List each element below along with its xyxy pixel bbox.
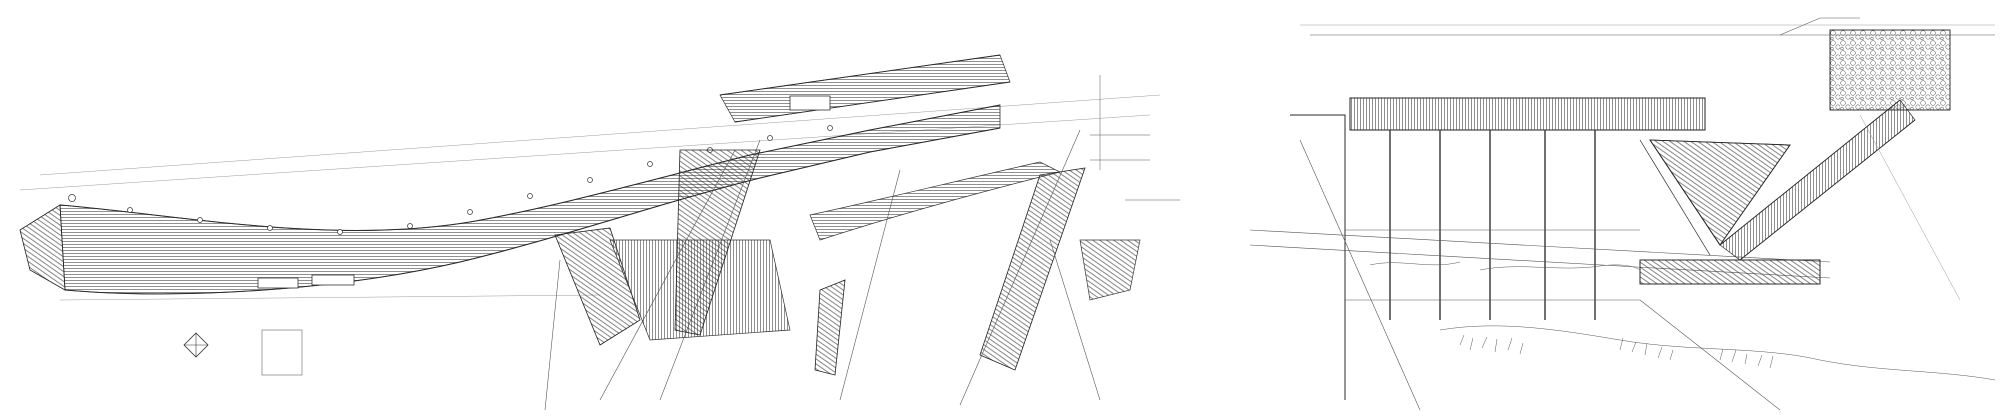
stone-wall [1829, 29, 1951, 111]
deck-opening [311, 274, 355, 286]
diagonal-column [674, 149, 761, 336]
terrain-vegetation [1369, 261, 1996, 381]
deck-opening [257, 277, 299, 289]
curved-walkway-plan [19, 54, 1180, 411]
hatched-block [1639, 259, 1821, 285]
upper-opening [789, 95, 831, 111]
site-outline [261, 329, 303, 376]
main-curved-deck [59, 104, 1001, 295]
north-arrow [183, 332, 209, 358]
dimension-lines [1090, 75, 1180, 201]
elevation-drawing [1249, 17, 1996, 411]
elevation-top-deck [1349, 97, 1706, 131]
columns [1389, 130, 1596, 320]
railing-posts [68, 125, 833, 235]
detail-section [1079, 239, 1141, 301]
guide-line [39, 94, 1161, 176]
guide-line [59, 294, 601, 301]
ramp-section [979, 167, 1086, 371]
ramp-section [814, 279, 846, 376]
left-wall [1290, 114, 1346, 400]
deck-end-left [19, 204, 66, 291]
